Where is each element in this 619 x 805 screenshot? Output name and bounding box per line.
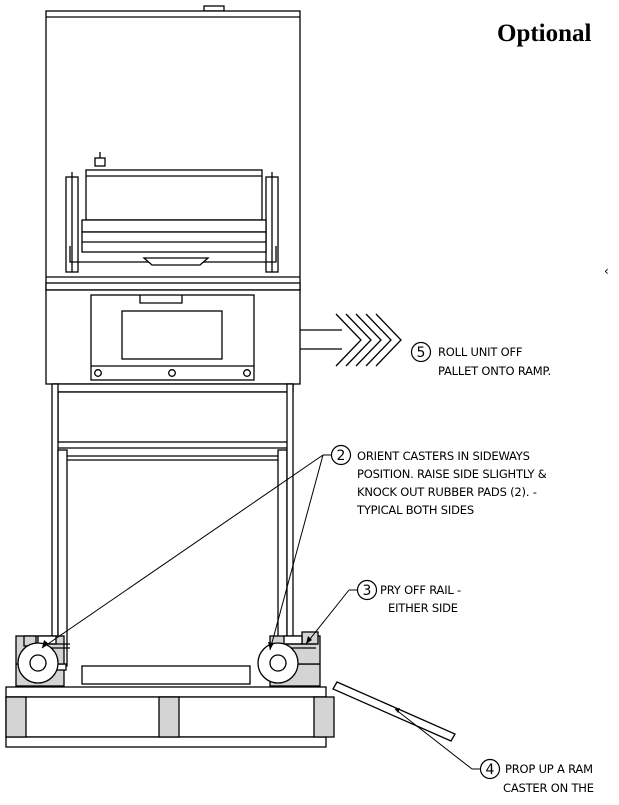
callout-5-circle [410, 341, 432, 363]
fryer-unit [45, 5, 301, 667]
leader-arrowheads [42, 636, 400, 713]
callout-3-line-1: PRY OFF RAIL - [380, 583, 461, 597]
frypot-detail [65, 152, 279, 273]
ramp [332, 681, 456, 742]
callout-5-line-1: ROLL UNIT OFF [438, 345, 522, 359]
callout-3-circle [356, 579, 378, 601]
callout-2-line-3: KNOCK OUT RUBBER PADS (2). - [357, 485, 537, 499]
roll-arrow [300, 313, 402, 367]
heading-title: Optional [497, 20, 592, 47]
callout-4-line-2: CASTER ON THE [503, 781, 594, 795]
callout-4-circle [479, 758, 501, 780]
top-knob [203, 5, 225, 12]
callout-2-line-2: POSITION. RAISE SIDE SLIGHTLY & [357, 467, 547, 481]
callout-circles [330, 341, 501, 780]
callout-3-line-2: EITHER SIDE [388, 601, 458, 615]
stray-mark: ‹ [604, 264, 609, 278]
display-window [121, 310, 223, 360]
base-plate [81, 665, 251, 685]
callout-2-line-4: TYPICAL BOTH SIDES [356, 503, 474, 517]
pallet [5, 686, 335, 748]
callout-2-line-1: ORIENT CASTERS IN SIDEWAYS [357, 449, 530, 463]
leader-lines [41, 454, 481, 770]
callout-2-circle [330, 444, 352, 466]
caster-right [257, 631, 321, 687]
callout-5-number: 5 [417, 345, 426, 361]
callout-4-number: 4 [486, 762, 495, 778]
caster-left [15, 635, 70, 687]
drawer [57, 391, 290, 443]
callout-3-number: 3 [363, 583, 372, 599]
callout-2-number: 2 [337, 448, 346, 464]
callout-5-line-2: PALLET ONTO RAMP. [438, 364, 551, 378]
callout-4-line-1: PROP UP A RAM [505, 762, 593, 776]
